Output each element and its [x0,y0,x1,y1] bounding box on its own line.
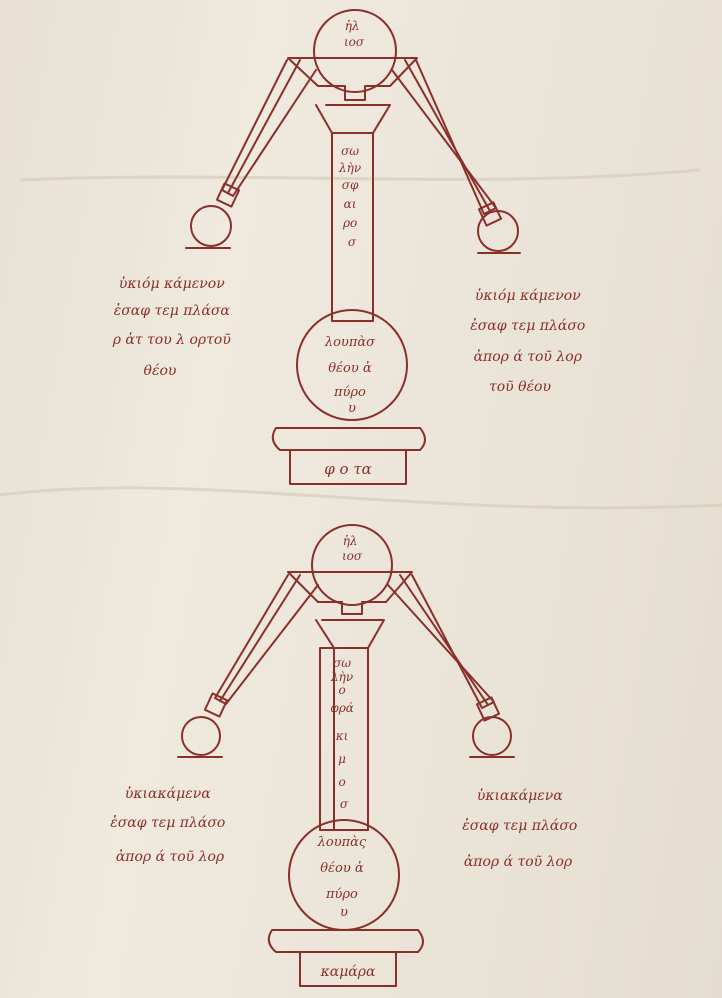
left-sphere [177,692,229,758]
column [315,619,385,831]
light-rays [221,59,497,215]
pedestal-capital [271,427,426,451]
column-label: σω λὴν ο φρά κι μ ο σ [330,656,358,811]
column [315,104,391,321]
light-rays [214,574,495,709]
pedestal-label: φ ο τα [324,460,372,478]
diagram-top: ἡλ ιοσ σω λὴν σφ αι ρο σ λουπὰσ θέου ἀ π… [112,9,590,485]
column-label: σω λὴν σφ αι ρο σ [338,144,365,249]
pedestal-base [299,951,397,987]
diagram-bottom: ἡλ ιοσ σω λὴν ο φρά κι μ ο σ λουπὰς θέου… [110,524,582,987]
left-caption: ὑκιακάμενα ἐσαφ τεμ πλάσο ἀπορ ά τοῦ λορ [110,785,230,865]
pedestal-label: καμάρα [320,964,376,980]
column-shaft [319,647,369,831]
right-sphere [477,201,521,254]
right-caption: ὑκιόμ κάμενον ἐσαφ τεμ πλάσο ἀπορ ά τοῦ … [470,287,590,395]
earth-label: λουπὰς θέου ἀ πύρο υ [317,835,371,920]
right-sphere [469,696,515,758]
sun-mount [287,57,418,101]
sun-label: ἡλ ιοσ [342,534,363,563]
parchment-fold [19,168,701,182]
sun-label: ἡλ ιοσ [344,19,365,49]
pedestal-base [289,449,407,485]
earth-label: λουπὰσ θέου ἀ πύρο υ [324,335,379,416]
sun-circle [313,9,397,93]
parchment-fold [0,486,722,510]
sun-mount [287,571,413,615]
left-caption: ὑκιόμ κάμενον ἐσαφ τεμ πλάσα ρ ἀτ του λ … [112,275,236,379]
pedestal-capital [267,929,424,953]
left-sphere [185,182,241,249]
sun-circle [311,524,393,606]
earth-circle [296,309,408,421]
column-shaft [331,132,374,322]
right-caption: ὑκιακάμενα ἐσαφ τεμ πλάσο ἀπορ ά τοῦ λορ [462,787,582,870]
